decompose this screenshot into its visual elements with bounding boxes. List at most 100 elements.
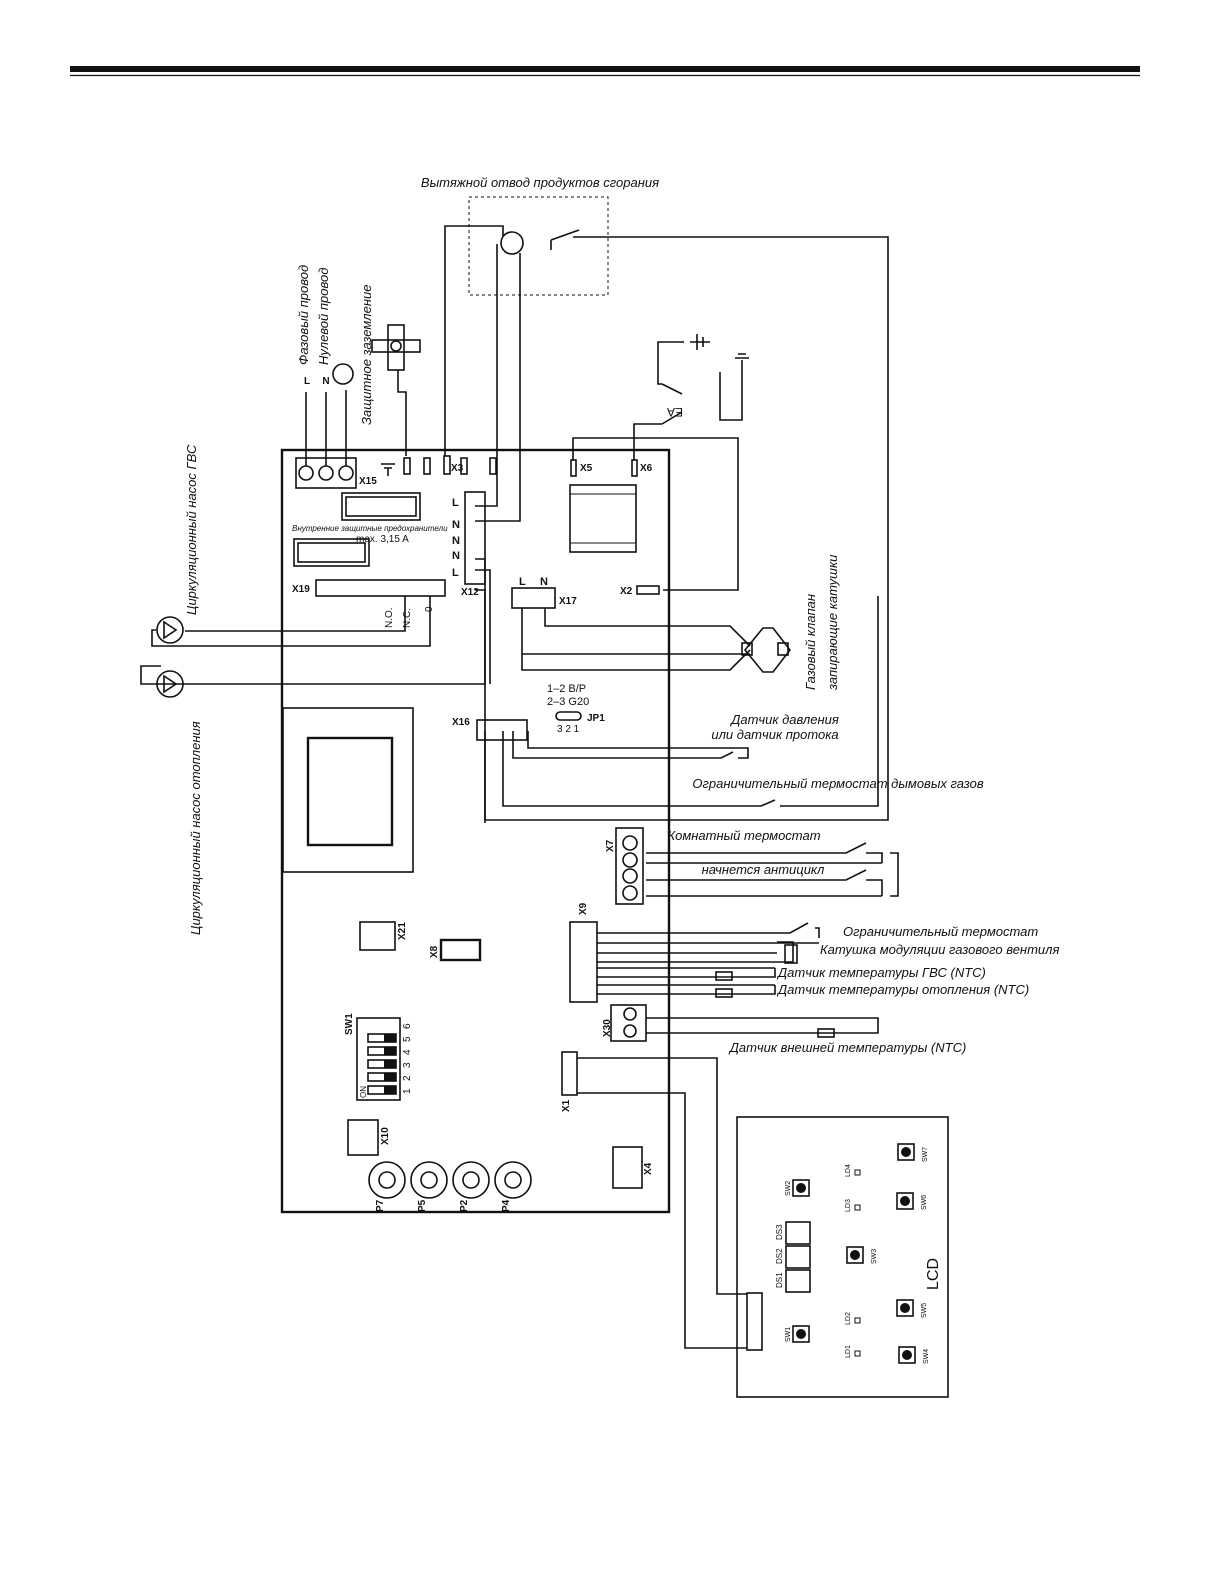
pot-p2[interactable] bbox=[452, 1161, 490, 1199]
wire-segment: SW1 SW2 SW3 SW4 SW5 SW6 SW7 LD1 LD2 LD3 … bbox=[785, 1147, 930, 1364]
x16-label: X16 bbox=[452, 717, 470, 728]
wire-segment bbox=[298, 465, 314, 481]
wire-segment bbox=[646, 842, 899, 897]
pressure-sensor-label: Датчик давления bbox=[729, 712, 839, 727]
x12-pin-label: N bbox=[452, 535, 460, 547]
earth-label: Защитное заземление bbox=[359, 285, 374, 425]
wire-segment bbox=[338, 465, 354, 481]
x1-connector bbox=[561, 1051, 578, 1096]
wire-segment bbox=[901, 1147, 911, 1157]
wire-segment bbox=[854, 1204, 861, 1211]
x21-label: X21 bbox=[397, 922, 408, 940]
x17-pin-label: N bbox=[540, 576, 548, 588]
sw1-button[interactable] bbox=[792, 1325, 810, 1343]
jp1-pins: 3 2 1 bbox=[557, 724, 580, 735]
sw3-button[interactable] bbox=[846, 1246, 864, 1264]
sw7-button[interactable] bbox=[897, 1143, 915, 1161]
wire-segment bbox=[900, 1196, 910, 1206]
x8-label: X8 bbox=[429, 945, 440, 958]
phase-terminal-label: L bbox=[304, 376, 310, 387]
flue-limit-label: Ограничительный термостат дымовых газов bbox=[692, 776, 984, 791]
wire-segment bbox=[504, 1171, 522, 1189]
sw-label: SW7 bbox=[922, 1147, 929, 1162]
sw6-button[interactable] bbox=[896, 1192, 914, 1210]
x30-terminal bbox=[610, 1004, 647, 1042]
wire-segment bbox=[572, 437, 739, 591]
ds-label: DS2 bbox=[775, 1248, 784, 1264]
pot-p5[interactable] bbox=[410, 1161, 448, 1199]
sw-label: SW1 bbox=[785, 1327, 792, 1342]
sw4-button[interactable] bbox=[898, 1346, 916, 1364]
limit-thermostat-label: Ограничительный термостат bbox=[843, 924, 1038, 939]
wire-segment: P7 P5 P2 P4 bbox=[375, 1199, 512, 1212]
ground-icon bbox=[381, 463, 395, 476]
ntc-outdoor-label: Датчик внешней температуры (NTC) bbox=[728, 1040, 967, 1055]
x19-pin-label: N.C. bbox=[402, 608, 413, 628]
sw1-dip-switch[interactable] bbox=[356, 1017, 401, 1101]
anticycle-label: начнется антицикл bbox=[702, 862, 825, 877]
wire-segment bbox=[397, 370, 407, 456]
x19-connector bbox=[315, 579, 446, 597]
wire-segment bbox=[305, 390, 347, 466]
wire-segment bbox=[462, 1171, 480, 1189]
fuses-label: Внутренние защитные предохранители bbox=[292, 524, 448, 533]
wire-segment bbox=[900, 1303, 910, 1313]
wire-segment bbox=[443, 455, 451, 475]
wire-segment bbox=[163, 674, 178, 694]
wire-segment bbox=[854, 1350, 861, 1357]
wire-segment bbox=[371, 339, 421, 353]
burner-icon bbox=[719, 353, 749, 421]
electrode-icon bbox=[657, 334, 710, 425]
dhw-pump-icon bbox=[156, 616, 184, 644]
gas-valve-body bbox=[743, 627, 792, 673]
wire-segment bbox=[502, 596, 879, 807]
jp1-label: JP1 bbox=[587, 713, 605, 724]
x5-label: X5 bbox=[580, 463, 593, 474]
wire-segment bbox=[622, 885, 638, 901]
phase-label: Фазовый провод bbox=[296, 265, 311, 365]
sw-label: SW2 bbox=[785, 1181, 792, 1196]
wire-segment bbox=[345, 496, 417, 517]
flue-box bbox=[468, 196, 609, 296]
wire-segment bbox=[570, 493, 636, 544]
wire-segment bbox=[420, 1171, 438, 1189]
sw-label: SW3 bbox=[871, 1249, 878, 1264]
pot-label: P4 bbox=[501, 1199, 512, 1212]
fuse-1 bbox=[341, 492, 421, 521]
wire-segment bbox=[623, 1007, 637, 1021]
x6-label: X6 bbox=[640, 463, 653, 474]
display-module bbox=[282, 707, 414, 873]
wire-segment bbox=[423, 457, 431, 475]
pot-p4[interactable] bbox=[494, 1161, 532, 1199]
wire-segment bbox=[384, 1073, 396, 1081]
wire-segment bbox=[544, 608, 751, 647]
x2-label: X2 bbox=[620, 586, 633, 597]
wire-segment bbox=[140, 558, 486, 685]
fan-icon bbox=[500, 231, 524, 255]
sw-label: SW6 bbox=[921, 1195, 928, 1210]
wire-segment: N.O. N.C. 0 bbox=[384, 606, 435, 628]
sw2-button[interactable] bbox=[792, 1179, 810, 1197]
flow-sensor-label: или датчик протока bbox=[711, 727, 838, 742]
pot-p7[interactable] bbox=[368, 1161, 406, 1199]
jp-option-1: 1–2 B/P bbox=[547, 683, 586, 695]
x12-pin-label: N bbox=[452, 550, 460, 562]
wire-segment bbox=[387, 324, 405, 371]
gas-coils-label: запирающие катушки bbox=[825, 555, 840, 691]
sw1-position: 3 bbox=[402, 1062, 413, 1068]
led-label: LD4 bbox=[845, 1164, 852, 1177]
x12-pin-label: N bbox=[452, 519, 460, 531]
x4-label: X4 bbox=[643, 1162, 654, 1175]
jp1-jumper[interactable] bbox=[555, 711, 582, 721]
wire-segment bbox=[570, 459, 577, 477]
ntc-dhw-icon bbox=[715, 971, 733, 981]
sw1-position: 5 bbox=[402, 1036, 413, 1042]
wire-segment bbox=[796, 1329, 806, 1339]
x17-pin-label: L bbox=[519, 576, 526, 588]
led-label: LD3 bbox=[845, 1199, 852, 1212]
sw5-button[interactable] bbox=[896, 1299, 914, 1317]
x12-label: X12 bbox=[461, 587, 479, 598]
seven-segment-display bbox=[785, 1221, 811, 1293]
wire-segment bbox=[318, 465, 334, 481]
x10-connector bbox=[347, 1119, 379, 1156]
